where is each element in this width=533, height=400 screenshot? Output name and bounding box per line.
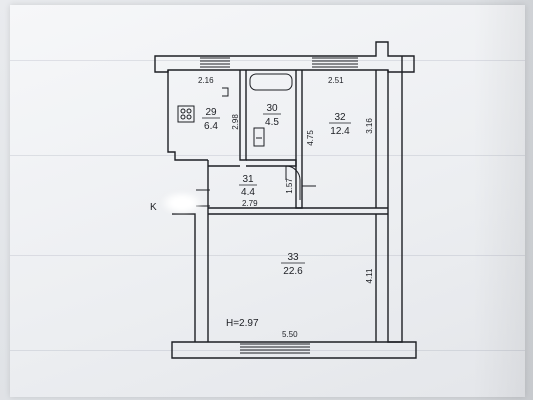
kitchen-bath-partition [239, 70, 247, 161]
bath-bottom-wall [246, 159, 297, 167]
hall-left-wall [207, 160, 240, 214]
bath-bedroom-partition [295, 70, 303, 209]
room-33-area: 22.6 [283, 266, 303, 277]
toilet-icon [253, 127, 265, 147]
dim-bedroom-depth-right: 3.16 [365, 118, 374, 134]
stove-burner-icon [186, 108, 192, 114]
room-30-area: 4.5 [265, 117, 279, 128]
room-29-area: 6.4 [204, 121, 218, 132]
dimension-labels: 2.16 2.98 2.51 4.75 3.16 1.57 2.79 4.11 … [198, 76, 374, 339]
room-33-number: 33 [287, 252, 299, 263]
dim-living-width: 5.50 [282, 330, 298, 339]
paper-grid-line [10, 350, 525, 351]
dim-hall-width: 2.79 [242, 199, 258, 208]
room-30-number: 30 [266, 103, 278, 114]
paper-grid-line [10, 255, 525, 256]
room-32-area: 12.4 [330, 126, 350, 137]
entrance-mark: K [150, 202, 157, 213]
dim-kitchen-depth: 2.98 [231, 114, 240, 130]
fixtures [177, 73, 316, 207]
bottom-wall [171, 341, 417, 359]
hall-bottom-wall [208, 207, 388, 215]
room-32-number: 32 [334, 112, 346, 123]
room-labels: 29 6.4 30 4.5 31 4.4 32 12.4 33 22.6 [202, 103, 351, 277]
stove-burner-icon [186, 114, 192, 120]
sink-icon [222, 87, 229, 97]
window-kitchen [200, 57, 230, 68]
right-wall [387, 56, 403, 343]
room-31-number: 31 [242, 174, 254, 185]
door-bath-icon [285, 165, 301, 181]
walls [154, 41, 417, 359]
dim-bedroom-width: 2.51 [328, 76, 344, 85]
stove-burner-icon [180, 114, 186, 120]
top-wall [154, 41, 415, 73]
room-29-number: 29 [205, 107, 217, 118]
ceiling-height: H=2.97 [226, 318, 259, 329]
stove-icon [177, 105, 195, 123]
room-31-area: 4.4 [241, 187, 255, 198]
window-bedroom [312, 57, 358, 68]
window-living [240, 343, 310, 354]
stove-burner-icon [180, 108, 186, 114]
redaction-blur [162, 192, 202, 214]
dim-hall-depth: 1.57 [285, 178, 294, 194]
dim-living-depth: 4.11 [365, 268, 374, 284]
left-wall-living [172, 213, 196, 342]
dim-bedroom-depth-left: 4.75 [306, 130, 315, 146]
left-wall-kitchen [167, 70, 208, 161]
paper-grid-line [10, 60, 525, 61]
paper-grid-line [10, 155, 525, 156]
bathtub-icon [249, 73, 293, 91]
dim-kitchen-width: 2.16 [198, 76, 214, 85]
